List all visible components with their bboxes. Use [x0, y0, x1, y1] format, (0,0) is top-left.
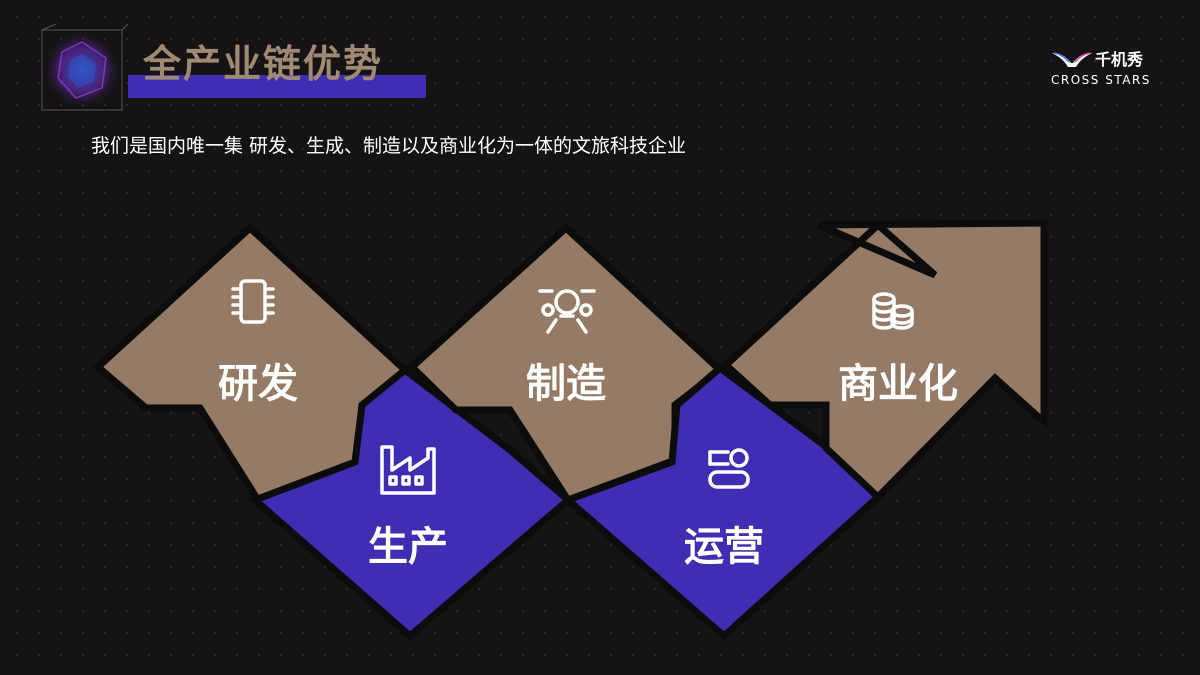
title-decoration-icon [41, 24, 128, 111]
logo-name-en: CROSS STARS [1051, 73, 1151, 87]
brand-logo: 千机秀 CROSS STARS [1050, 50, 1162, 90]
stage-label-manufacturing: 制造 [526, 361, 606, 407]
stage-label-commercialization: 商业化 [838, 361, 958, 407]
chip-icon [231, 279, 275, 324]
page-title: 全产业链优势 [143, 42, 384, 86]
wings-logo-icon [1052, 52, 1092, 67]
stage-shape-production [248, 365, 574, 641]
stage-label-operation: 运营 [684, 524, 764, 570]
title-underline-bar [128, 75, 426, 98]
factory-icon [380, 445, 436, 495]
drone-icon [538, 289, 596, 334]
coins-icon [872, 292, 914, 330]
logo-name: 千机秀 [1095, 50, 1144, 69]
stage-shape-commercialization [720, 219, 1048, 502]
page-subtitle: 我们是国内唯一集 研发、生成、制造以及商业化为一体的文旅科技企业 [91, 135, 687, 157]
stage-label-rnd: 研发 [218, 361, 298, 407]
operation-icon [708, 448, 750, 489]
stage-label-production: 生产 [368, 524, 448, 570]
